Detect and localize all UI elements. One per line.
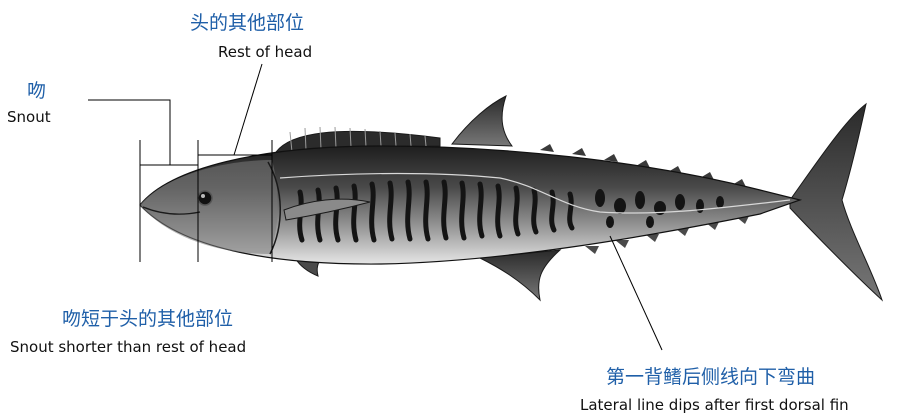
lateral-line-label-en: Lateral line dips after first dorsal fin xyxy=(580,396,849,414)
rest-of-head-label-en: Rest of head xyxy=(218,43,312,61)
lateral-line-label-zh: 第一背鳍后侧线向下弯曲 xyxy=(606,362,815,389)
comparison-label-en: Snout shorter than rest of head xyxy=(10,338,246,356)
anal-fin xyxy=(480,250,560,300)
tail-fin xyxy=(790,104,882,300)
rest-of-head-label-zh: 头的其他部位 xyxy=(190,8,304,35)
second-dorsal-fin xyxy=(452,96,512,146)
eye xyxy=(198,191,212,205)
fish-head xyxy=(140,160,278,254)
comparison-label-zh: 吻短于头的其他部位 xyxy=(62,304,233,331)
snout-label-zh: 吻 xyxy=(27,76,46,103)
snout-label-en: Snout xyxy=(7,108,51,126)
